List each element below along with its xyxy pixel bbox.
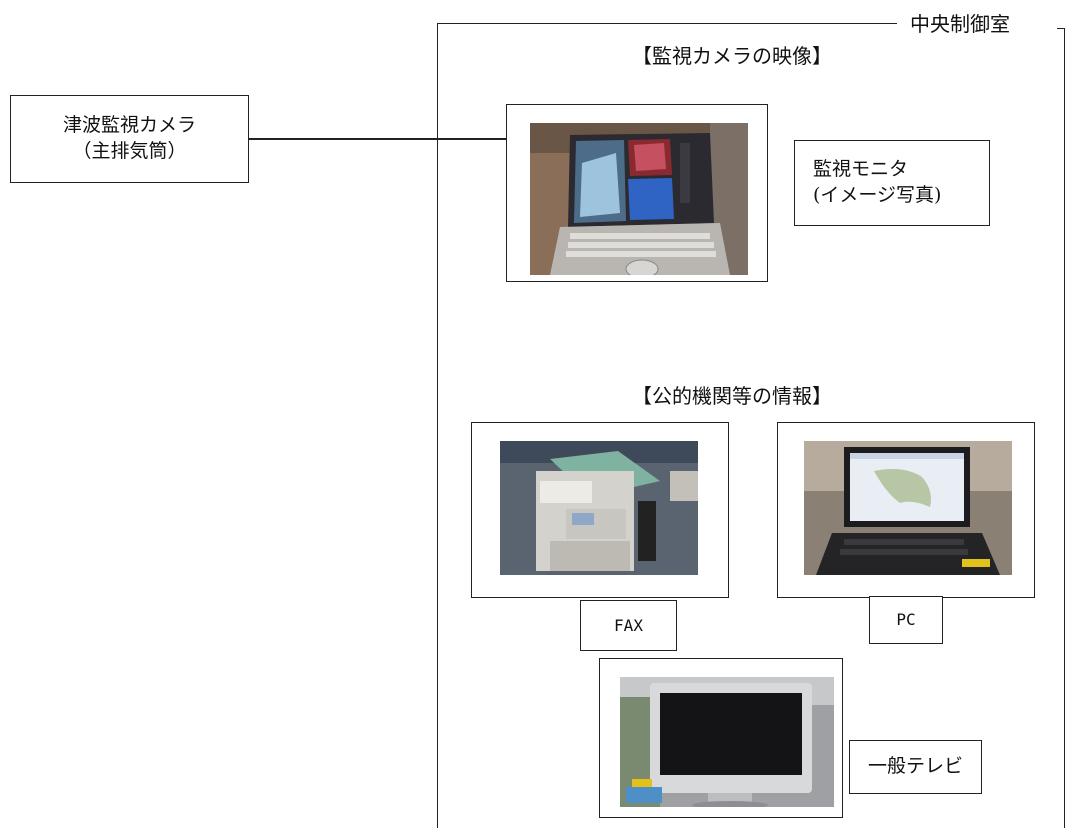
public-info-section-heading: 【公的機関等の情報】 — [632, 384, 832, 408]
monitor-photo-frame — [506, 104, 768, 282]
pc-laptop-image — [804, 441, 1012, 575]
camera-label-line1: 津波監視カメラ — [62, 114, 196, 137]
pc-label: PC — [896, 610, 916, 630]
fax-machine-image — [500, 441, 698, 575]
tv-label: 一般テレビ — [867, 755, 963, 778]
tv-label-box: 一般テレビ — [849, 740, 982, 794]
tv-image — [620, 677, 834, 807]
fax-photo-frame — [471, 422, 729, 598]
pc-photo-frame — [777, 422, 1035, 598]
control-room-top-border — [437, 23, 897, 24]
camera-connector-line — [249, 138, 506, 140]
laptop-monitor-image — [530, 123, 748, 275]
tv-photo-frame — [599, 658, 843, 818]
pc-label-box: PC — [869, 596, 943, 644]
fax-label: FAX — [614, 615, 643, 635]
control-room-top-border-right — [1057, 28, 1065, 29]
monitor-label-line1: 監視モニタ — [813, 158, 909, 181]
control-room-title: 中央制御室 — [910, 12, 1010, 36]
control-room-left-border — [437, 23, 438, 828]
control-room-right-border — [1064, 28, 1065, 828]
tsunami-camera-box: 津波監視カメラ （主排気筒） — [10, 95, 249, 183]
monitor-label-line2: (イメージ写真) — [813, 184, 942, 206]
monitor-section-heading: 【監視カメラの映像】 — [632, 44, 832, 68]
fax-label-box: FAX — [580, 600, 677, 651]
monitor-label-box: 監視モニタ (イメージ写真) — [794, 140, 990, 226]
camera-label-line2: （主排気筒） — [72, 140, 187, 162]
